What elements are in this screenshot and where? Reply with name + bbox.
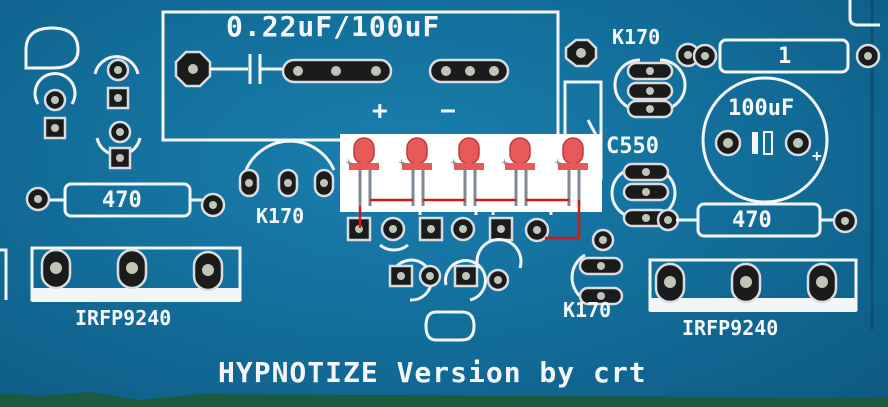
component-cluster-bottom-center	[388, 237, 523, 342]
elec-cap-plus-mark: +	[812, 146, 822, 165]
resistor-1-label: 1	[778, 44, 792, 69]
svg-text:+: +	[345, 158, 353, 168]
mosfet-right-label: IRFP9240	[682, 316, 779, 340]
capacitor-block-top	[161, 10, 598, 142]
board-edge-left	[0, 248, 8, 300]
svg-text:+: +	[398, 158, 406, 168]
board-title: HYPNOTIZE Version by crt	[218, 356, 647, 389]
led-2	[402, 137, 432, 206]
resistor-left-label: 470	[102, 188, 142, 213]
elec-cap-value-label: 100uF	[728, 96, 795, 121]
corner-outline	[848, 0, 880, 27]
svg-text:+: +	[554, 158, 562, 168]
transistor-k170-bottom	[570, 228, 624, 306]
transistor-k170-mid	[238, 139, 336, 198]
transistor-c550	[610, 162, 680, 232]
svg-text:+: +	[450, 158, 458, 168]
c550-label: C550	[606, 134, 659, 159]
mosfet-right	[648, 258, 858, 312]
resistor-left	[25, 182, 226, 218]
mosfet-left	[30, 246, 242, 302]
k170-bottom-label: K170	[563, 298, 612, 322]
led-3	[454, 137, 484, 206]
resistor-right	[676, 202, 858, 238]
board-bottom-strip	[0, 392, 888, 407]
svg-text:+: +	[501, 158, 509, 168]
diode-mark	[586, 119, 598, 136]
resistor-top-right	[692, 38, 881, 74]
led-4	[505, 137, 535, 206]
component-cluster-top-left	[33, 55, 142, 170]
capacitor-minus-mark: −	[440, 96, 456, 126]
electrolytic-capacitor	[701, 76, 829, 204]
capacitor-plus-mark: +	[372, 96, 388, 126]
k170-top-label: K170	[612, 25, 661, 49]
resistor-right-label: 470	[732, 208, 772, 233]
d-outline-top-left	[24, 26, 80, 70]
transistor-k170-top	[613, 42, 701, 119]
capacitor-value-label: 0.22uF/100uF	[226, 10, 441, 43]
led-wiring	[358, 198, 581, 240]
k170-mid-label: K170	[256, 204, 305, 228]
led-5	[558, 137, 588, 206]
mosfet-left-label: IRFP9240	[75, 306, 172, 330]
